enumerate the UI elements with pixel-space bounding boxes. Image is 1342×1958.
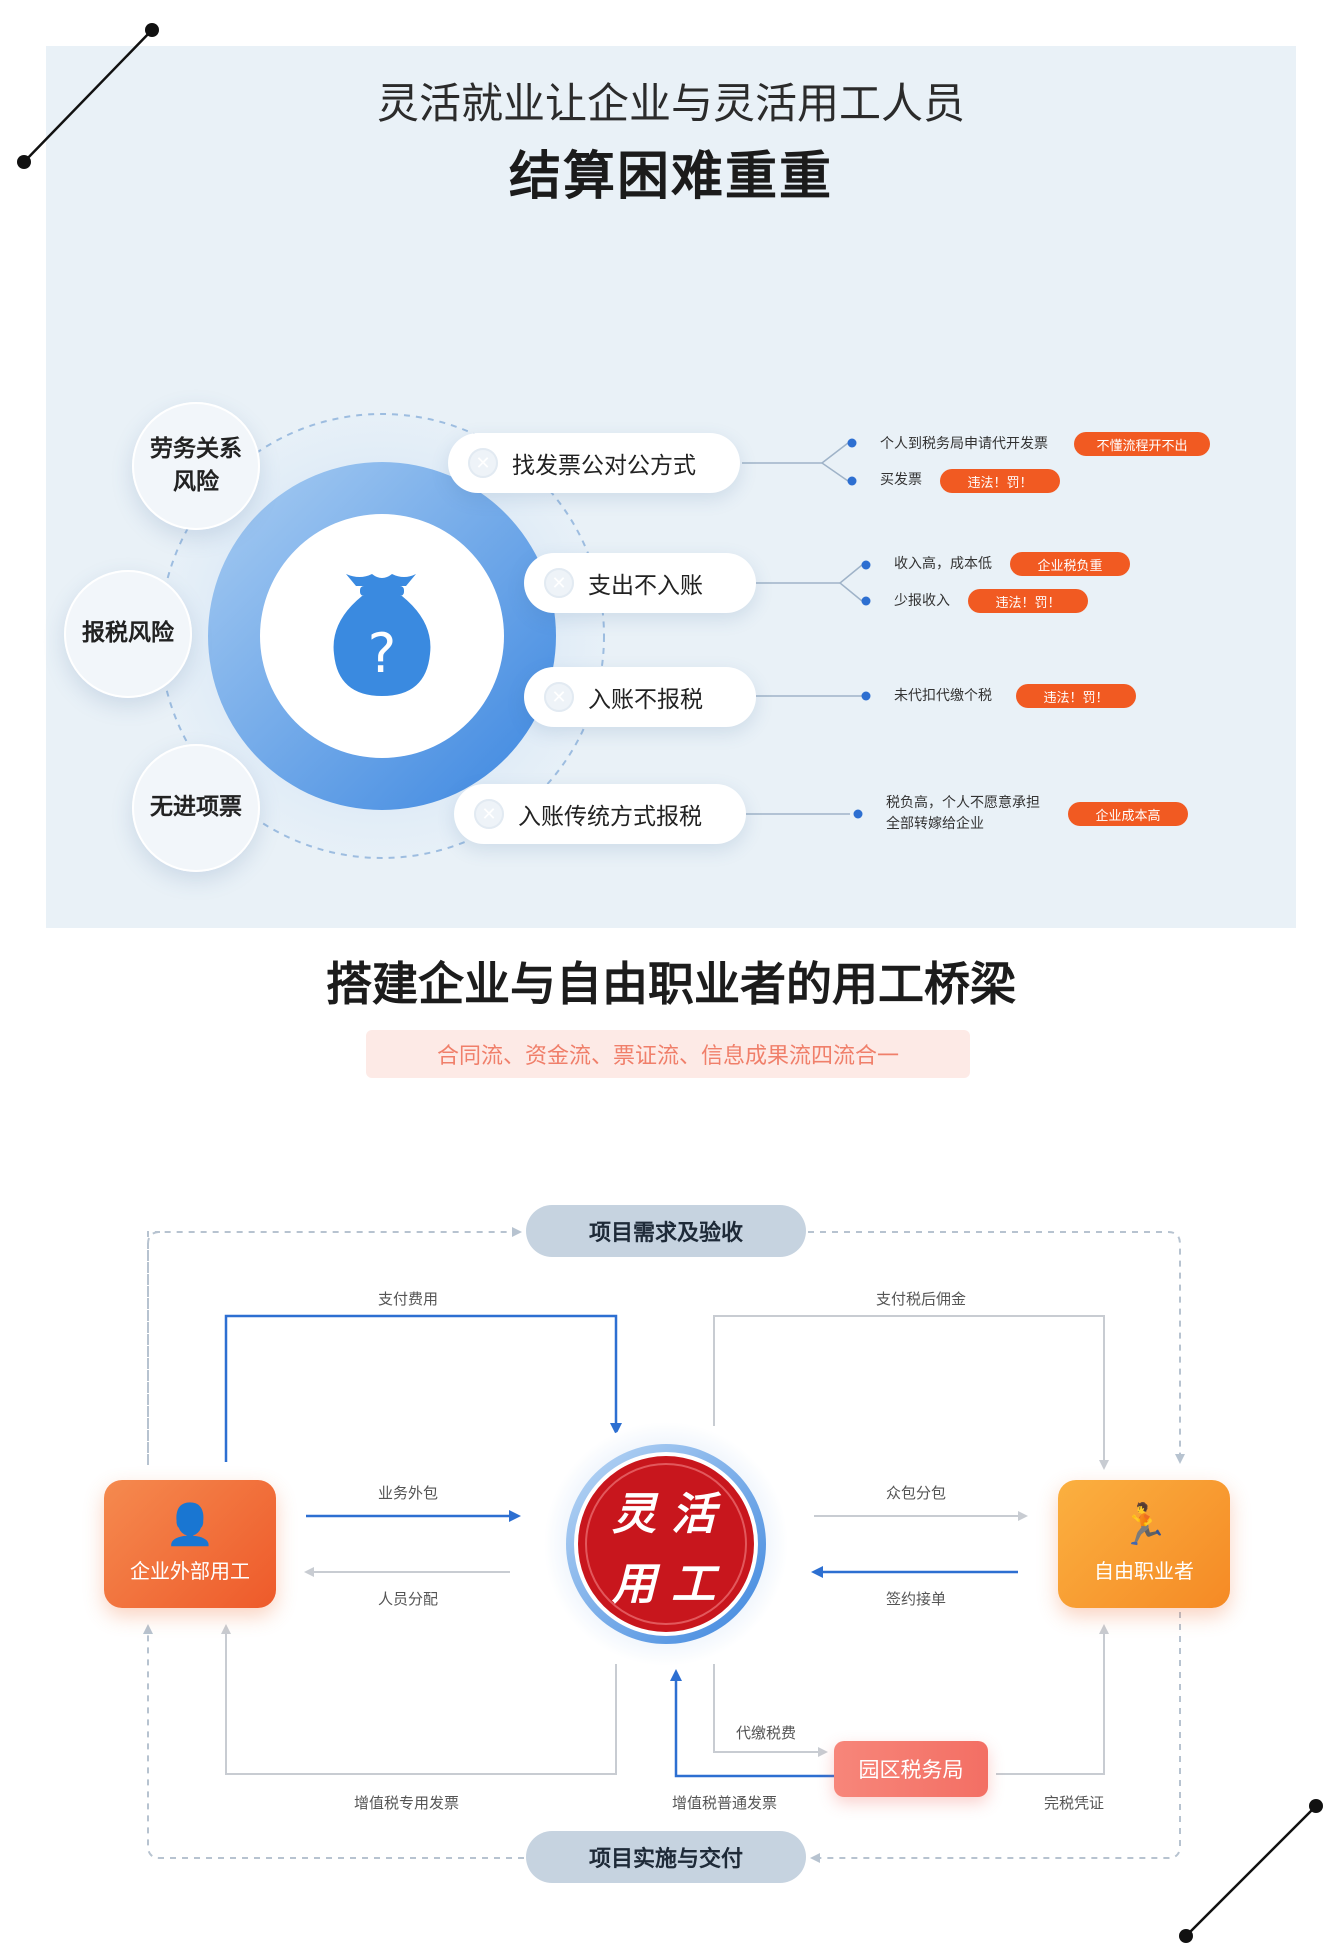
box-label: 自由职业者: [1094, 1558, 1194, 1583]
detail-badge: 违法！罚！: [1016, 684, 1136, 708]
detail-text: 买发票: [880, 472, 922, 488]
section1-title-line1: 灵活就业让企业与灵活用工人员: [376, 79, 965, 128]
pill-implementation-delivery: 项目实施与交付: [526, 1831, 806, 1883]
section2-subtitle: 合同流、资金流、票证流、信息成果流四流合一: [366, 1030, 970, 1078]
close-icon: ✕: [474, 799, 504, 829]
flow-label-pay-after-tax: 支付税后佣金: [876, 1290, 967, 1308]
pill-requirements-acceptance: 项目需求及验收: [526, 1205, 806, 1257]
detail-text: 收入高，成本低: [894, 556, 992, 572]
flow-label-vat-special-invoice: 增值税专用发票: [354, 1794, 460, 1812]
section2-title: 搭建企业与自由职业者的用工桥梁: [326, 957, 1016, 1011]
box-label: 企业外部用工: [130, 1558, 250, 1583]
close-icon: ✕: [468, 448, 498, 478]
method-label: 入账不报税: [588, 687, 703, 713]
park-tax-bureau-box: 园区税务局: [834, 1741, 988, 1797]
detail-text: 个人到税务局申请代开发票: [880, 436, 1048, 452]
flexible-employment-seal: [544, 1422, 788, 1666]
risk-label: 劳务关系 风险: [150, 435, 242, 495]
method-pill-invoice: ✕ 找发票公对公方式: [448, 433, 740, 493]
risk-no-input-invoice: 无进项票: [132, 744, 260, 872]
detail-badge: 违法！罚！: [940, 469, 1060, 493]
running-person-icon: 🏃: [1119, 1501, 1169, 1548]
method-label: 入账传统方式报税: [518, 804, 702, 830]
flow-label-sign-order: 签约接单: [886, 1590, 947, 1608]
enterprise-external-employment-box: 👤 企业外部用工: [104, 1480, 276, 1608]
detail-text: 税负高，个人不愿意承担 全部转嫁给企业: [886, 795, 1040, 832]
risk-tax-filing: 报税风险: [64, 570, 192, 698]
method-pill-no-tax: ✕ 入账不报税: [524, 667, 756, 727]
method-label: 找发票公对公方式: [512, 453, 696, 479]
risk-label: 报税风险: [82, 620, 174, 647]
close-icon: ✕: [544, 568, 574, 598]
detail-badge: 企业成本高: [1068, 802, 1188, 826]
detail-badge: 企业税负重: [1010, 552, 1130, 576]
method-pill-traditional: ✕ 入账传统方式报税: [454, 784, 746, 844]
method-pill-no-record: ✕ 支出不入账: [524, 553, 756, 613]
detail-badge: 不懂流程开不出: [1074, 432, 1210, 456]
freelancer-box: 🏃 自由职业者: [1058, 1480, 1230, 1608]
business-person-icon: 👤: [165, 1501, 215, 1548]
flow-label-tax-certificate: 完税凭证: [1044, 1794, 1105, 1812]
flow-label-withhold-tax: 代缴税费: [736, 1724, 797, 1742]
method-label: 支出不入账: [588, 573, 703, 599]
flow-label-vat-general-invoice: 增值税普通发票: [672, 1794, 778, 1812]
seal-text-line2: 用 工: [612, 1559, 716, 1610]
flow-label-crowdsourcing: 众包分包: [886, 1484, 947, 1502]
svg-text:?: ?: [368, 622, 397, 685]
close-icon: ✕: [544, 682, 574, 712]
detail-text: 少报收入: [894, 593, 950, 609]
detail-text: 未代扣代缴个税: [894, 688, 992, 704]
seal-text-line1: 灵 活: [612, 1489, 716, 1540]
flow-label-staff-allocation: 人员分配: [378, 1590, 439, 1608]
section1-title-line2: 结算困难重重: [508, 147, 833, 207]
money-bag-question-icon: ?: [333, 574, 431, 696]
flow-label-pay-fee: 支付费用: [378, 1290, 439, 1308]
central-graphic: ?: [159, 413, 871, 859]
detail-badge: 违法！罚！: [968, 589, 1088, 613]
risk-label: 无进项票: [150, 794, 242, 821]
risk-labor-relationship: 劳务关系 风险: [132, 402, 260, 530]
flow-label-outsourcing: 业务外包: [378, 1484, 439, 1502]
